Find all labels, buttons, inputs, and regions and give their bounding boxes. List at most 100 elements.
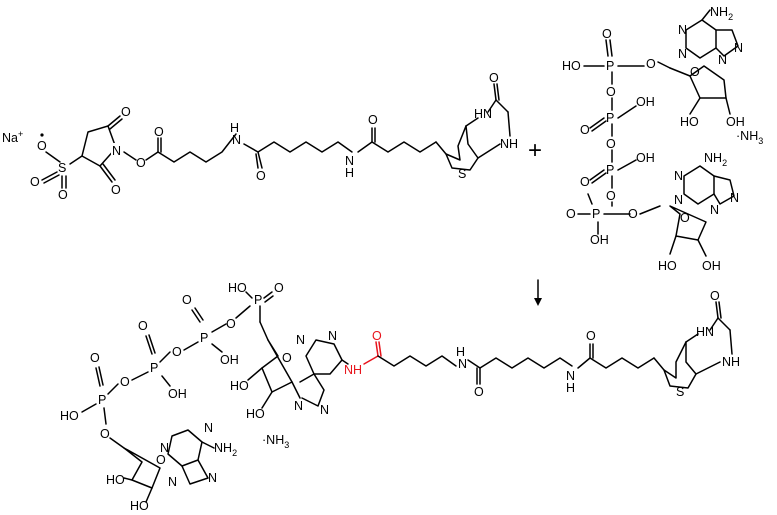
prod-p3: P bbox=[150, 361, 158, 375]
prod-amide-nh-1: H bbox=[456, 345, 465, 359]
prod-top-n3: N bbox=[296, 333, 305, 347]
p3-p4-o: O bbox=[606, 189, 616, 203]
radical-dot bbox=[40, 133, 44, 137]
prod-p2: P bbox=[200, 331, 208, 345]
sulfonyl-o-2: O bbox=[58, 188, 68, 202]
bottom-n9: N bbox=[710, 203, 719, 217]
reactant-sulfo-nhs-lc-lc-biotin: Na+ O S O O O O N O O H N O bbox=[2, 71, 518, 202]
p1-p2-o: O bbox=[606, 85, 616, 99]
p4-bridge-o: O bbox=[628, 207, 638, 221]
sulfonate-o-minus: O bbox=[37, 139, 47, 153]
prod-amide-o-2: O bbox=[586, 329, 596, 343]
prod-top-oh-2: HO bbox=[246, 407, 265, 421]
prod-amide-n-2: N bbox=[566, 369, 575, 383]
imide-o-bottom: O bbox=[111, 183, 121, 197]
prod-ureido-o: O bbox=[710, 289, 720, 303]
prod-amide-o-1: O bbox=[474, 385, 484, 399]
bottom-adenine-nh2: NH2 bbox=[704, 151, 727, 168]
prod-top-oh-1: HO bbox=[230, 379, 249, 393]
prod-bottom-n1: N bbox=[204, 421, 213, 435]
bottom-n7: N bbox=[730, 191, 739, 205]
amide-nh-1: H bbox=[230, 121, 239, 135]
amide-o-2: O bbox=[368, 113, 378, 127]
ammonia-salt: ·NH3 bbox=[736, 129, 763, 146]
bottom-n3: N bbox=[674, 193, 683, 207]
top-n9: N bbox=[718, 53, 727, 67]
prod-p1-ho: HO bbox=[228, 281, 247, 295]
sulfur-atom: S bbox=[58, 161, 66, 175]
prod-red-nh: NH bbox=[344, 363, 362, 377]
reaction-arrow bbox=[534, 279, 542, 306]
top-ribose-oh-1: HO bbox=[680, 115, 699, 129]
plus-operator: + bbox=[528, 137, 542, 164]
bottom-n1: N bbox=[674, 169, 683, 183]
ureido-nh: NH bbox=[500, 137, 518, 151]
bottom-ribose-oh-1: HO bbox=[658, 259, 677, 273]
ester-o: O bbox=[136, 156, 146, 170]
top-n3: N bbox=[678, 47, 687, 61]
p3-oh: OH bbox=[636, 151, 655, 165]
p4-oxo: O bbox=[566, 207, 576, 221]
prod-top-n9: N bbox=[294, 399, 303, 413]
top-n7: N bbox=[734, 41, 743, 55]
prod-bottom-n9: N bbox=[168, 475, 177, 489]
p4: P bbox=[592, 207, 600, 221]
prod-p1-p2-o: O bbox=[226, 317, 236, 331]
prod-p2-oxo: O bbox=[182, 293, 192, 307]
p2: P bbox=[606, 111, 614, 125]
p3-oxo: O bbox=[580, 175, 590, 189]
prod-p3-oxo: O bbox=[138, 319, 148, 333]
thiophane-s: S bbox=[458, 167, 466, 181]
prod-amide-n-1: N bbox=[458, 357, 467, 371]
p2-oh: OH bbox=[636, 95, 655, 109]
prod-bottom-ribose-o: O bbox=[156, 453, 166, 467]
top-bridge-o: O bbox=[646, 57, 656, 71]
prod-p4-ho: HO bbox=[60, 409, 79, 423]
prod-p3-oh: OH bbox=[168, 387, 187, 401]
prod-top-ribose-o: O bbox=[282, 351, 292, 365]
prod-red-o: O bbox=[372, 329, 382, 343]
reactant-nad-like-dinucleotide: NH2 N N N N O HO OH O HO P O O P OH O bbox=[562, 5, 763, 273]
top-n1: N bbox=[678, 23, 687, 37]
prod-p3-p4-o: O bbox=[120, 375, 130, 389]
prod-ammonia-salt: ·NH3 bbox=[262, 433, 289, 450]
p1-ho: HO bbox=[562, 59, 581, 73]
imide-n: N bbox=[112, 144, 121, 158]
prod-bottom-nh2: NH2 bbox=[214, 441, 237, 458]
imide-o-top: O bbox=[121, 105, 131, 119]
p1: P bbox=[606, 59, 614, 73]
top-ribose-o: O bbox=[690, 65, 700, 79]
prod-ureido-nh: NH bbox=[722, 355, 740, 369]
sodium-ion-label: Na+ bbox=[2, 129, 23, 145]
p4-oh: OH bbox=[590, 233, 609, 247]
amide-nh-2: H bbox=[345, 166, 354, 180]
top-adenine-nh2: NH2 bbox=[710, 5, 733, 22]
p1-oxo: O bbox=[602, 27, 612, 41]
ester-carbonyl-o: O bbox=[154, 125, 164, 139]
product-biotinylated-dinucleotide: HO P O O O P OH O O P OH O O P HO O bbox=[60, 281, 740, 513]
amide-o-1: O bbox=[256, 169, 266, 183]
p2-oxo: O bbox=[580, 123, 590, 137]
bottom-ribose-oh-2: OH bbox=[702, 259, 721, 273]
prod-p1-oxo: O bbox=[274, 281, 284, 295]
prod-bottom-n7: N bbox=[208, 471, 217, 485]
prod-p4-oxo: O bbox=[90, 351, 100, 365]
prod-p2-p3-o: O bbox=[172, 345, 182, 359]
p3: P bbox=[606, 163, 614, 177]
prod-top-n1: N bbox=[328, 329, 337, 343]
top-ribose-oh-2: OH bbox=[726, 115, 745, 129]
prod-thiophane-s: S bbox=[676, 385, 684, 399]
bottom-ribose-o: O bbox=[680, 211, 690, 225]
prod-ureido-hn: HN bbox=[696, 325, 714, 339]
prod-bottom-oh-2: HO bbox=[130, 499, 149, 513]
prod-amide-nh-2: H bbox=[566, 381, 575, 395]
prod-p2-oh: OH bbox=[220, 353, 239, 367]
ureido-o: O bbox=[489, 71, 499, 85]
amide-n-2: N bbox=[345, 154, 354, 168]
amide-n-1: N bbox=[232, 133, 241, 147]
prod-p4: P bbox=[98, 393, 106, 407]
p2-p3-o: O bbox=[606, 137, 616, 151]
prod-bottom-oh-1: HO bbox=[106, 473, 125, 487]
